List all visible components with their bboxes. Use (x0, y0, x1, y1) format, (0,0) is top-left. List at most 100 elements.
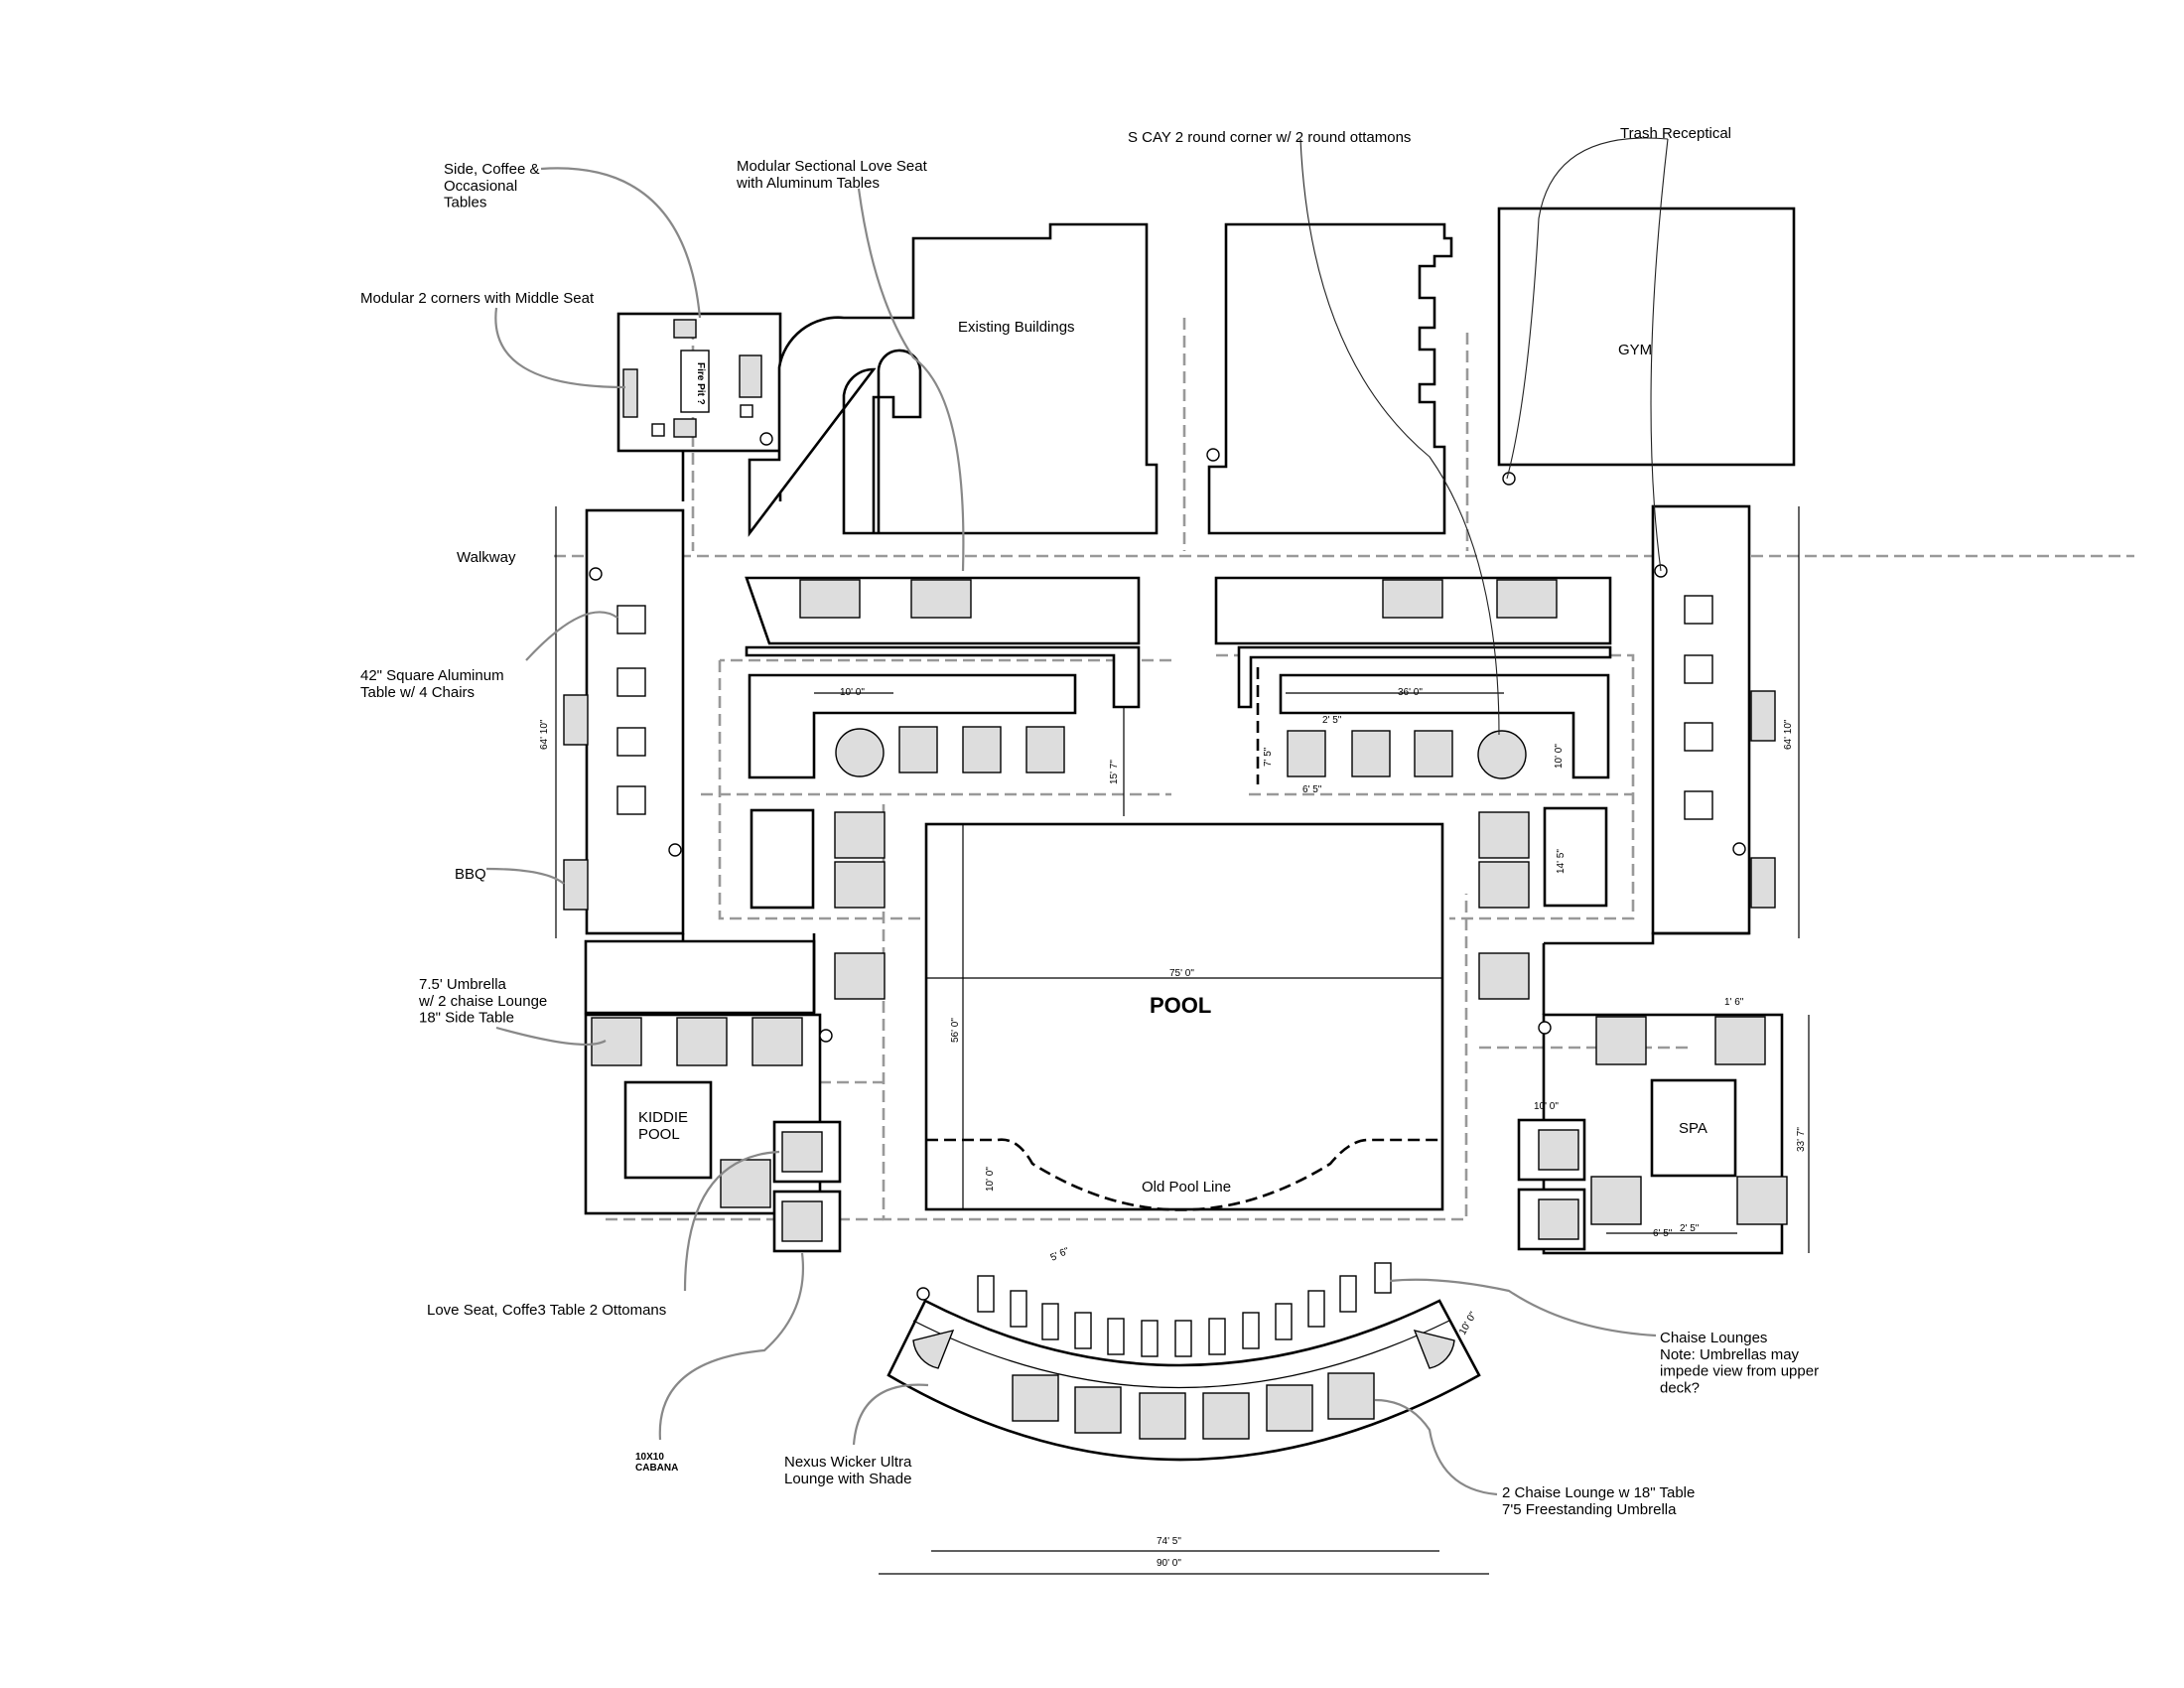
chaise-c10[interactable] (1275, 1303, 1293, 1340)
side-table-2[interactable] (651, 423, 665, 437)
love-seat-patio[interactable] (739, 354, 762, 398)
trash-can-10[interactable] (916, 1287, 930, 1301)
chaise-l5[interactable] (834, 861, 886, 909)
trash-can-2[interactable] (1206, 448, 1220, 462)
round-seat-right[interactable] (1477, 730, 1527, 779)
chaise-k3[interactable] (751, 1017, 803, 1066)
chaise-s2[interactable] (1714, 1016, 1766, 1065)
square-table-7[interactable] (1684, 722, 1713, 752)
spa[interactable] (1650, 1078, 1737, 1178)
chaise-r6[interactable] (1478, 952, 1530, 1000)
trash-can-4[interactable] (589, 567, 603, 581)
chaise-k4[interactable] (720, 1159, 771, 1208)
chaise-c12[interactable] (1339, 1275, 1357, 1313)
existing-buildings-label: Existing Buildings (958, 319, 1075, 336)
chaise-pair-4[interactable] (1202, 1392, 1250, 1440)
chaise-c2[interactable] (1010, 1290, 1027, 1328)
chaise-s3[interactable] (1590, 1176, 1642, 1225)
building-left (748, 222, 1159, 537)
chaise-k1[interactable] (591, 1017, 642, 1066)
chaise-l1[interactable] (898, 726, 938, 774)
chaise-pair-1[interactable] (1012, 1374, 1059, 1422)
chaise-c13[interactable] (1374, 1262, 1392, 1294)
cabana-1-seat[interactable] (781, 1131, 823, 1173)
chaise-r1[interactable] (1287, 730, 1326, 777)
modular-seat[interactable] (622, 368, 638, 418)
bbq-grill-3[interactable] (1750, 690, 1776, 742)
chaise-l4[interactable] (834, 811, 886, 859)
leader-trash-1 (1506, 137, 1669, 480)
bbq-grill-2[interactable] (563, 859, 589, 911)
chaise-l2[interactable] (962, 726, 1002, 774)
patio-chair-2[interactable] (673, 418, 697, 438)
trash-can-7[interactable] (1732, 842, 1746, 856)
chaise-l3[interactable] (1025, 726, 1065, 774)
nexus-lounge-right[interactable] (1413, 1329, 1455, 1369)
square-table-4[interactable] (616, 785, 646, 815)
chaise-pair-3[interactable] (1139, 1392, 1186, 1440)
pool-depth-dim: 56' 0" (950, 1018, 961, 1043)
cabana-3-seat[interactable] (1538, 1129, 1579, 1171)
bbq-grill-4[interactable] (1750, 857, 1776, 909)
chaise-c3[interactable] (1041, 1303, 1059, 1340)
chaise-c7[interactable] (1174, 1320, 1192, 1357)
left-cabinet (750, 808, 815, 910)
chaise-s1[interactable] (1595, 1016, 1647, 1065)
love-seat-1[interactable] (799, 579, 861, 619)
trash-can-3[interactable] (1502, 472, 1516, 486)
love-seat-4[interactable] (1496, 579, 1558, 619)
chaise-l6[interactable] (834, 952, 886, 1000)
chaise-c5[interactable] (1107, 1318, 1125, 1355)
chaise-c9[interactable] (1242, 1312, 1260, 1349)
dim-ten-spa: 10' 0" (1534, 1101, 1559, 1112)
chaise-pair-6[interactable] (1327, 1372, 1375, 1420)
square-table-1[interactable] (616, 605, 646, 634)
square-table-8[interactable] (1684, 790, 1713, 820)
side-table[interactable] (740, 404, 753, 418)
square-table-2[interactable] (616, 667, 646, 697)
square-table-6[interactable] (1684, 654, 1713, 684)
round-seat-left[interactable] (835, 728, 885, 777)
old-pool-line (926, 1138, 1442, 1211)
dim-one-six: 1' 6" (1724, 997, 1744, 1008)
dim-seven-five: 7' 5" (1263, 747, 1274, 767)
chaise-r3[interactable] (1414, 730, 1453, 777)
chaise-r2[interactable] (1351, 730, 1391, 777)
dim-two-five: 2' 5" (1322, 715, 1342, 726)
leader-nexus (852, 1383, 929, 1446)
trash-can-9[interactable] (1538, 1021, 1552, 1035)
cabana-4-seat[interactable] (1538, 1198, 1579, 1240)
trash-can-8[interactable] (819, 1029, 833, 1043)
bbq-grill-1[interactable] (563, 694, 589, 746)
curved-deck-inner (912, 1320, 1450, 1388)
chaise-c8[interactable] (1208, 1318, 1226, 1355)
love-seat-2[interactable] (910, 579, 972, 619)
fire-pit[interactable] (680, 350, 710, 413)
nexus-lounge-left[interactable] (912, 1329, 955, 1369)
chaise-c11[interactable] (1307, 1290, 1325, 1328)
chaise-c6[interactable] (1141, 1320, 1159, 1357)
patio-chair-1[interactable] (673, 319, 697, 339)
chaise-k2[interactable] (676, 1017, 728, 1066)
pool[interactable] (924, 822, 1444, 1211)
chaise-pair-5[interactable] (1266, 1384, 1313, 1432)
chaise-s4[interactable] (1736, 1176, 1788, 1225)
cabana-2-seat[interactable] (781, 1200, 823, 1242)
leader-trash-2 (1650, 138, 1669, 572)
label-s-cay: S CAY 2 round corner w/ 2 round ottamons (1128, 129, 1411, 146)
label-bbq: BBQ (455, 866, 486, 883)
leader-square-table (525, 611, 618, 661)
square-table-5[interactable] (1684, 595, 1713, 625)
trash-can-1[interactable] (759, 432, 773, 446)
trash-can-5[interactable] (668, 843, 682, 857)
chaise-c4[interactable] (1074, 1312, 1092, 1349)
left-wing-deck (585, 508, 685, 935)
chaise-r4[interactable] (1478, 811, 1530, 859)
square-table-3[interactable] (616, 727, 646, 757)
love-seat-3[interactable] (1382, 579, 1443, 619)
chaise-r5[interactable] (1478, 861, 1530, 909)
chaise-c1[interactable] (977, 1275, 995, 1313)
chaise-pair-2[interactable] (1074, 1386, 1122, 1434)
